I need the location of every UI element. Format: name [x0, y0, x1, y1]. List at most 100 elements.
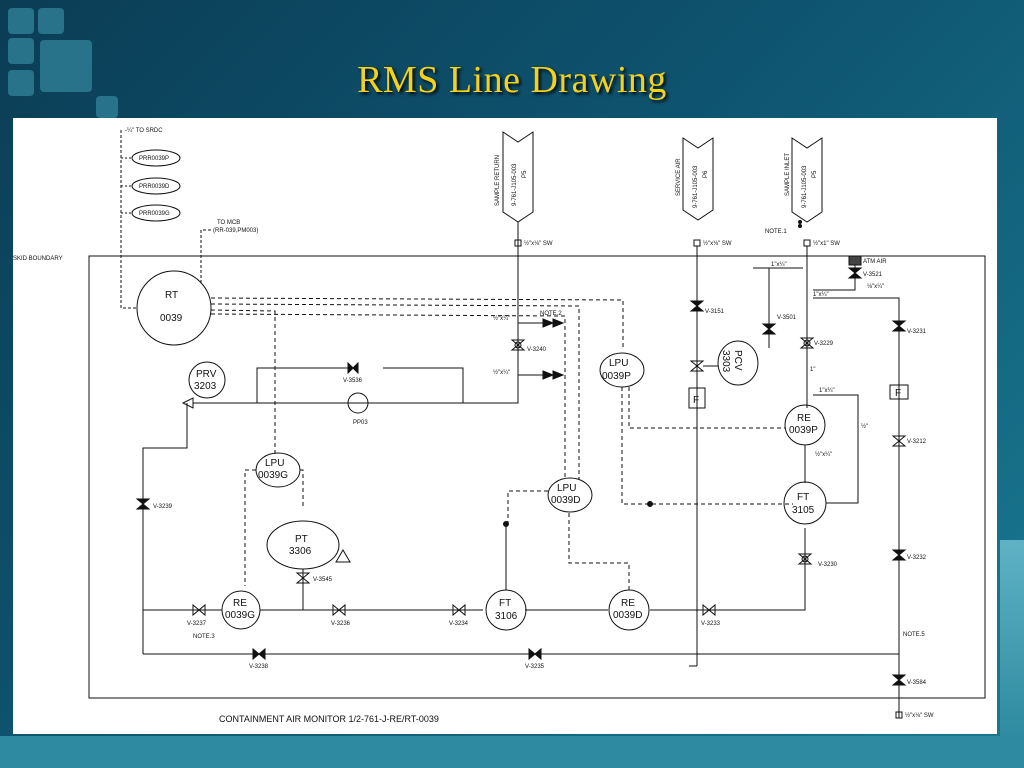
- bypass-line: [256, 367, 464, 403]
- signal-lpu-d: [210, 303, 580, 480]
- note3-label: NOTE.3: [193, 634, 215, 640]
- prr-p-oval: [131, 149, 181, 167]
- valve-icon: [332, 603, 346, 617]
- prr-p-label: PRR0039P: [139, 156, 169, 162]
- srdc-line: [120, 130, 137, 309]
- v3521-label: V-3521: [863, 272, 883, 278]
- valve-actuator-icon: [514, 341, 522, 349]
- lpu-g-label: LPU: [265, 458, 284, 469]
- pcv-label: PCV: [732, 350, 743, 371]
- sw1-label: ½"x⅛" SW: [524, 240, 553, 247]
- pcv-valve-icon: [689, 360, 705, 372]
- filter2-box: [889, 384, 909, 400]
- re-0039g-circle: [221, 590, 261, 630]
- valve-icon: [528, 647, 542, 661]
- lpu-d-label: LPU: [557, 483, 576, 494]
- size-label: ⅛"x¼": [867, 284, 884, 290]
- v3501-label: V-3501: [777, 315, 797, 321]
- filter-label: F: [693, 395, 699, 406]
- prv-valve-icon: [181, 397, 194, 409]
- decor-square: [38, 8, 64, 34]
- v3501-line: [753, 267, 803, 348]
- valve-icon: [891, 549, 907, 561]
- service-air-pipe: [682, 137, 714, 221]
- re-p-label: RE: [797, 413, 811, 424]
- rt-0039-circle: [136, 270, 212, 346]
- valve-actuator-icon: [801, 555, 809, 563]
- size-label: 1"x¼": [813, 292, 829, 298]
- diagram-caption: CONTAINMENT AIR MONITOR 1/2-761-J-RE/RT-…: [219, 714, 439, 724]
- v3212-label: V-3212: [907, 439, 927, 445]
- main-sample-line: [143, 528, 806, 611]
- skid-boundary-label: SKID BOUNDARY: [13, 256, 63, 262]
- lpu-g-number: 0039G: [258, 470, 288, 481]
- pt-3306-cloud: [266, 520, 340, 570]
- dot: [798, 220, 802, 224]
- service-air-label: SERVICE AIR: [676, 158, 682, 196]
- sw2-label: ½"x⅛" SW: [703, 240, 732, 247]
- valve-icon: [847, 267, 863, 279]
- filter-box: [688, 387, 706, 409]
- filter2-label: F: [895, 388, 901, 399]
- ft-3106-circle: [485, 589, 527, 631]
- v3584-label: V-3584: [907, 680, 927, 686]
- valve-icon: [510, 339, 526, 351]
- valve-icon: [891, 320, 907, 332]
- sample-inlet-label: SAMPLE INLET: [785, 153, 791, 196]
- lpu-p-label: LPU: [609, 358, 628, 369]
- prv-3203-circle: [188, 361, 226, 399]
- atm-air-filter-icon: [848, 255, 862, 266]
- valve-icon: [192, 603, 206, 617]
- warning-triangle-icon: [335, 549, 351, 563]
- sample-return-sub: P5: [522, 170, 528, 178]
- v3232-label: V-3232: [907, 555, 927, 561]
- v3231-label: V-3231: [907, 329, 927, 335]
- valve-icon: [799, 337, 815, 349]
- mcb-line: [200, 229, 211, 283]
- lpu-p-number: 0039P: [602, 371, 631, 382]
- sample-return-pipe: [502, 131, 534, 223]
- v3536-label: V-3536: [343, 378, 363, 384]
- valve-icon: [797, 553, 813, 565]
- size-label: ½"x¼": [493, 315, 510, 322]
- v3236-label: V-3236: [331, 621, 351, 627]
- pump-label: PP03: [353, 420, 368, 426]
- decor-square: [8, 38, 34, 64]
- decor-square: [96, 96, 118, 118]
- signal-lpu-g: [210, 309, 276, 454]
- re-d-signal: [568, 513, 630, 590]
- branch-lines: [518, 322, 543, 376]
- ft-3105-label: FT: [797, 492, 809, 503]
- lpu-d-number: 0039D: [551, 495, 580, 506]
- note1-label: NOTE.1: [765, 229, 787, 235]
- prv-number: 3203: [194, 381, 217, 392]
- re-g-number: 0039G: [225, 610, 255, 621]
- to-mcb-label: TO MCB: [217, 220, 240, 226]
- lpu-p-signals: [621, 387, 793, 505]
- v3239-label: V-3239: [153, 504, 173, 510]
- decor-square: [8, 8, 34, 34]
- dot: [798, 224, 802, 228]
- size-label: 1"x¼": [771, 262, 787, 268]
- note5-label: NOTE.5: [903, 632, 925, 638]
- valve-icon: [891, 674, 907, 686]
- v3233-label: V-3233: [701, 621, 721, 627]
- v3240-label: V-3240: [527, 347, 547, 353]
- v3230-label: V-3230: [818, 562, 838, 568]
- sample-return-code: 9-761-J105-003: [512, 163, 518, 206]
- ft-3105-circle: [783, 481, 827, 525]
- bypass-valve-icon: [347, 361, 359, 375]
- ft-3106-number: 3106: [495, 611, 518, 622]
- valve-icon: [252, 647, 266, 661]
- to-mcb-sub: (RR-039,PM003): [213, 228, 258, 234]
- re-g-label: RE: [233, 598, 247, 609]
- valve-icon: [135, 498, 151, 510]
- pt-label: PT: [295, 534, 308, 545]
- sw-fitting: [693, 239, 701, 247]
- left-riser: [142, 403, 188, 654]
- check-valve-icon: [542, 370, 565, 380]
- re-p-number: 0039P: [789, 425, 818, 436]
- size-label: ½"x¼": [815, 451, 832, 458]
- sample-return-label: SAMPLE RETURN: [495, 155, 501, 206]
- note2-label: NOTE.2: [540, 311, 562, 317]
